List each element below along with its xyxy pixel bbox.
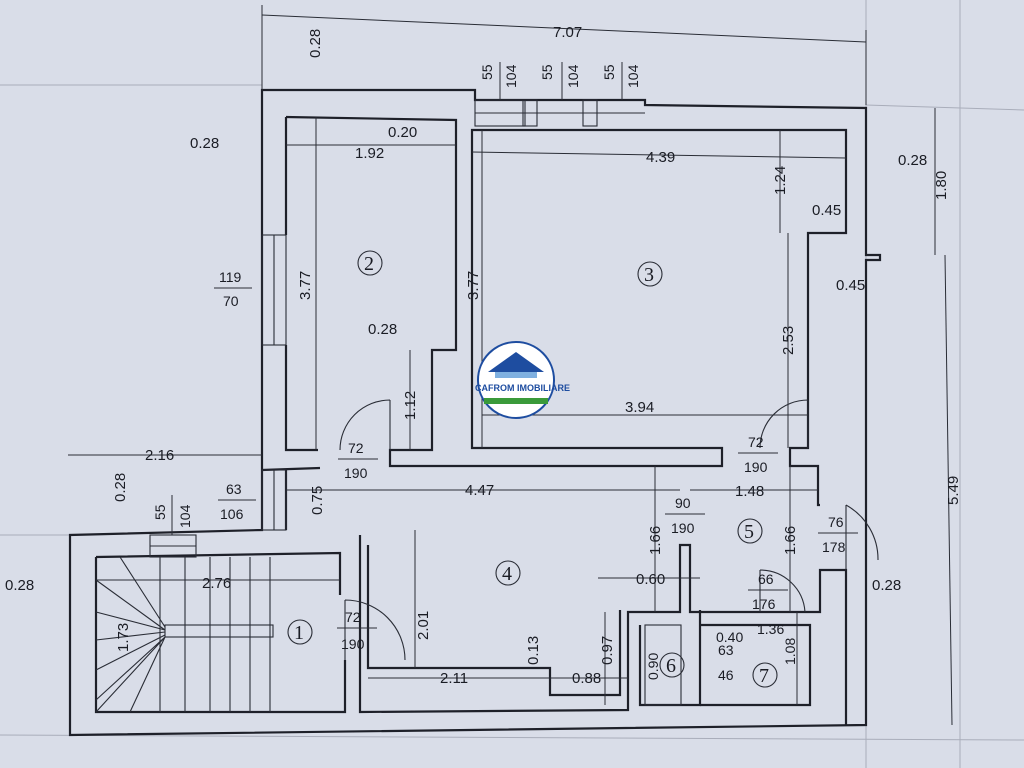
svg-text:106: 106 [220, 506, 244, 522]
dim-room1-width: 2.76 [202, 575, 231, 592]
door-room7-label: 66 176 [748, 571, 788, 612]
svg-text:55: 55 [539, 64, 555, 80]
svg-text:63: 63 [226, 481, 242, 497]
room-numbers: 1 2 3 4 5 6 7 [287, 250, 778, 688]
dim-room6-wall: 0.60 [636, 571, 665, 588]
svg-text:190: 190 [344, 465, 368, 481]
room-2-number: 2 [364, 253, 374, 275]
svg-text:55: 55 [479, 64, 495, 80]
dim-room4-height-1: 1.66 [647, 526, 664, 555]
dim-corridor-height: 0.75 [309, 486, 326, 515]
dim-stair-width: 2.16 [145, 447, 174, 464]
dim-step-height: 1.24 [772, 166, 789, 195]
dim-room3-width: 4.39 [646, 149, 675, 166]
dim-room2-width: 1.92 [355, 145, 384, 162]
svg-text:72: 72 [348, 440, 364, 456]
walls [68, 88, 882, 737]
dim-room3-lower-height: 2.53 [780, 326, 797, 355]
door-room1-label: 72 190 [337, 609, 377, 652]
dim-wall-013: 0.13 [525, 636, 542, 665]
door-swings [339, 399, 879, 661]
svg-text:119: 119 [219, 269, 242, 285]
dim-room5-width: 1.48 [735, 483, 764, 500]
dim-right-wall: 0.28 [898, 152, 927, 169]
window-left-label: 119 70 [214, 269, 252, 309]
svg-text:72: 72 [748, 434, 764, 450]
dim-room7-width: 1.36 [757, 621, 784, 637]
dim-room4-width-2: 0.88 [572, 670, 601, 687]
svg-text:190: 190 [744, 459, 768, 475]
dim-room7-wall: 0.40 [716, 629, 743, 645]
room-5-number: 5 [744, 521, 754, 543]
dim-stair-left-wall: 0.28 [5, 577, 34, 594]
svg-text:90: 90 [675, 495, 691, 511]
window-top-3-label: 55 104 [601, 62, 641, 100]
window-top-1-label: 55 104 [479, 62, 519, 100]
svg-text:55: 55 [152, 504, 168, 520]
svg-text:104: 104 [503, 64, 519, 88]
window-stair-label: 55 104 [152, 495, 193, 535]
svg-text:66: 66 [758, 571, 774, 587]
svg-text:55: 55 [601, 64, 617, 80]
svg-text:46: 46 [718, 667, 734, 683]
dim-room7-height: 1.08 [782, 638, 798, 665]
dim-top-wall: 0.28 [307, 29, 324, 58]
svg-text:104: 104 [177, 504, 193, 528]
dimension-labels: 7.07 0.28 0.28 0.20 1.92 4.39 0.28 1.80 … [5, 24, 962, 687]
svg-text:72: 72 [345, 609, 361, 625]
dim-room3-lower-width: 3.94 [625, 399, 654, 416]
dim-room2-niche: 1.12 [402, 391, 419, 420]
dim-stair-top-wall: 0.28 [112, 473, 129, 502]
dim-room5-right-wall: 0.28 [872, 577, 901, 594]
dim-room1-height: 1.73 [115, 623, 132, 652]
svg-text:70: 70 [223, 293, 239, 309]
svg-text:190: 190 [671, 520, 695, 536]
svg-text:190: 190 [341, 636, 365, 652]
dim-step-width-1: 0.45 [812, 202, 841, 219]
room-7-number: 7 [759, 665, 769, 687]
svg-text:178: 178 [822, 539, 846, 555]
dim-total-height: 5.49 [945, 476, 962, 505]
window-marks [149, 99, 682, 706]
dimension-lines [68, 5, 953, 726]
svg-text:176: 176 [752, 596, 776, 612]
room-1-number: 1 [294, 622, 304, 644]
dim-room3-height: 3.77 [465, 271, 482, 300]
window-room6-label: 63 46 [718, 642, 734, 683]
logo-text: CAFROM IMOBILIARE [475, 383, 570, 393]
dim-right-upper: 1.80 [933, 171, 950, 200]
room-3-number: 3 [644, 264, 654, 286]
dim-left-wall: 0.28 [190, 135, 219, 152]
svg-text:76: 76 [828, 514, 844, 530]
dim-room2-height: 3.77 [297, 271, 314, 300]
door-room3-label: 72 190 [738, 434, 778, 475]
svg-text:104: 104 [625, 64, 641, 88]
room-4-number: 4 [502, 563, 512, 585]
dim-room5-height: 1.66 [782, 526, 799, 555]
dim-room4-height-2: 2.01 [415, 611, 432, 640]
dim-room6-height: 0.97 [599, 636, 616, 665]
dim-room4-width: 2.11 [440, 670, 468, 687]
dim-partition: 0.20 [388, 124, 417, 141]
dim-step-width-2: 0.45 [836, 277, 865, 294]
dim-corridor-width: 4.47 [465, 482, 494, 499]
company-logo: CAFROM IMOBILIARE [475, 341, 570, 419]
door-room2-label: 72 190 [338, 440, 378, 481]
opening-labels: 55 104 55 104 55 104 119 70 72 190 72 19… [152, 62, 858, 683]
dim-total-width: 7.07 [553, 24, 582, 41]
window-hall-label: 63 106 [218, 481, 256, 522]
door-room5-label: 76 178 [818, 514, 858, 555]
svg-text:63: 63 [718, 642, 734, 658]
window-top-2-label: 55 104 [539, 62, 581, 100]
svg-text:104: 104 [565, 64, 581, 88]
room-6-number: 6 [666, 655, 676, 677]
dim-mid-wall: 0.28 [368, 321, 397, 338]
dim-room6-width: 0.90 [645, 653, 661, 680]
door-room4-label: 90 190 [665, 495, 705, 536]
